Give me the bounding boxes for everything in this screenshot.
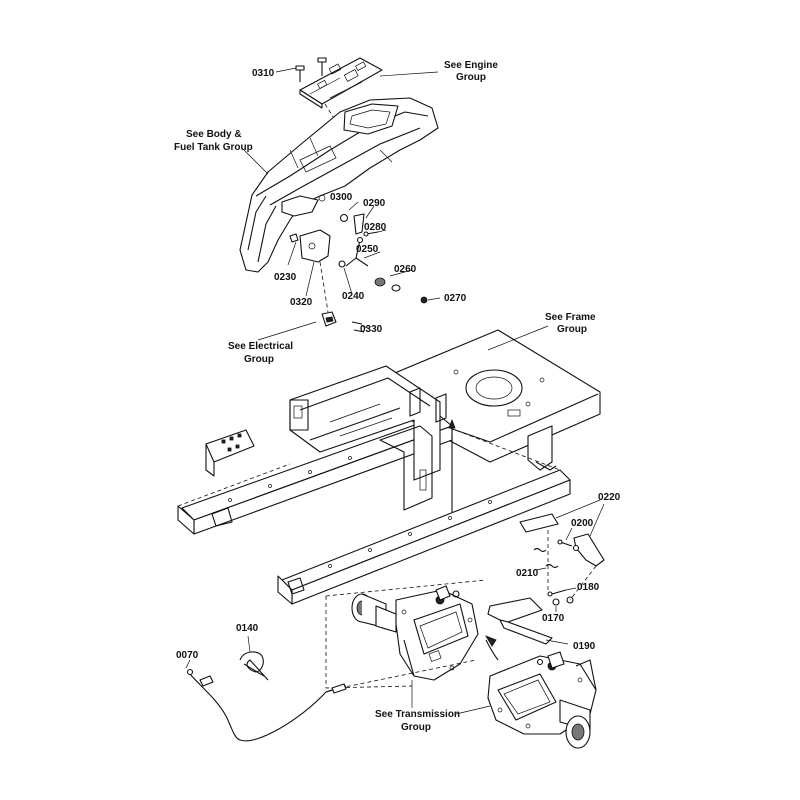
label-see-electrical-1: See Electrical [228, 341, 293, 352]
label-0210: 0210 [516, 568, 539, 579]
label-0240: 0240 [342, 291, 365, 302]
lever-0290 [353, 213, 365, 235]
label-0250: 0250 [356, 244, 379, 255]
label-0140: 0140 [236, 623, 259, 634]
switch-0330 [321, 311, 337, 327]
bushing-0300 [339, 213, 349, 223]
bolt-0310 [295, 57, 327, 82]
label-0320: 0320 [290, 297, 313, 308]
label-see-engine-2: Group [456, 72, 486, 83]
label-0270: 0270 [444, 293, 467, 304]
arm-0250 [345, 236, 369, 267]
label-0280: 0280 [364, 222, 387, 233]
label-see-body-2: Fuel Tank Group [174, 142, 253, 153]
label-see-body-1: See Body & [186, 129, 242, 140]
engine-cover-plate [299, 57, 383, 109]
label-0290: 0290 [363, 198, 386, 209]
label-0230: 0230 [274, 272, 297, 283]
washers-0170 [552, 596, 574, 606]
label-0310: 0310 [252, 68, 275, 79]
label-see-transmission-2: Group [401, 722, 431, 733]
label-0220: 0220 [598, 492, 621, 503]
label-see-frame-2: Group [557, 324, 587, 335]
transmission-left [351, 585, 479, 681]
bracket-0320 [299, 229, 331, 263]
nut-0270 [420, 296, 428, 304]
retainer-0140 [239, 651, 269, 681]
frame-assembly [177, 329, 601, 605]
label-see-transmission-1: See Transmission [375, 709, 460, 720]
label-0300: 0300 [330, 192, 353, 203]
label-see-engine-1: See Engine [444, 60, 498, 71]
body-fuel-tank [239, 97, 439, 273]
spacer-0260 [374, 277, 401, 292]
label-0170: 0170 [542, 613, 565, 624]
label-0190: 0190 [573, 641, 596, 652]
bolt-0180 [547, 589, 567, 597]
washer-0240 [338, 260, 346, 268]
transmission-right [487, 651, 597, 749]
label-see-electrical-2: Group [244, 354, 274, 365]
label-0200: 0200 [571, 518, 594, 529]
clip-0230 [289, 233, 299, 243]
rod-0190 [487, 597, 553, 645]
label-0330: 0330 [360, 324, 383, 335]
cable-0070 [186, 668, 347, 742]
bolt-0200 [557, 539, 580, 552]
bolt-0280 [363, 231, 379, 237]
label-see-frame-1: See Frame [545, 312, 596, 323]
label-0260: 0260 [394, 264, 417, 275]
screws-0330 [351, 321, 365, 333]
label-0070: 0070 [176, 650, 199, 661]
label-0180: 0180 [577, 582, 600, 593]
spring-0210 [533, 547, 559, 569]
